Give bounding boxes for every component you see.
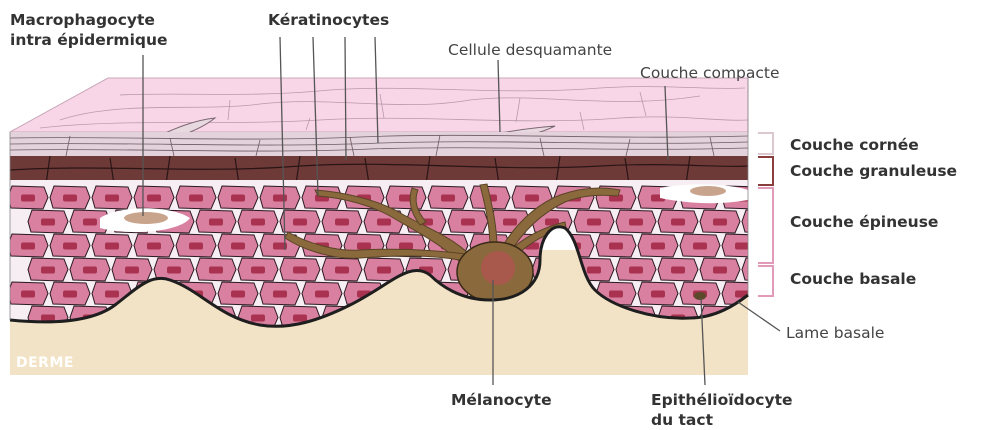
keratinocyte-nucleus <box>335 219 349 226</box>
label-keratinocytes: Kératinocytes <box>268 11 389 30</box>
keratinocyte-nucleus <box>609 243 623 250</box>
keratinocyte-nucleus <box>525 195 539 202</box>
label-compact-layer: Couche compacte <box>640 64 780 83</box>
keratinocyte-nucleus <box>63 195 77 202</box>
keratinocyte-nucleus <box>83 267 97 274</box>
keratinocyte-nucleus <box>377 267 391 274</box>
keratinocyte-nucleus <box>671 219 685 226</box>
label-merkel-line2: du tact <box>651 411 713 430</box>
bracket-couche-basale <box>758 266 773 296</box>
merkel-cell <box>694 292 706 300</box>
keratinocyte-nucleus <box>293 315 307 322</box>
keratinocyte-nucleus <box>609 291 623 298</box>
keratinocyte-nucleus <box>755 267 769 274</box>
macrophage-cell <box>124 212 168 224</box>
keratinocyte-nucleus <box>41 219 55 226</box>
keratinocyte-nucleus <box>251 219 265 226</box>
keratinocyte-nucleus <box>231 243 245 250</box>
keratinocyte-nucleus <box>105 243 119 250</box>
keratinocyte-nucleus <box>693 243 707 250</box>
keratinocyte-nucleus <box>651 243 665 250</box>
keratinocyte-nucleus <box>231 195 245 202</box>
keratinocyte-nucleus <box>147 195 161 202</box>
keratinocyte-nucleus <box>587 267 601 274</box>
keratinocyte-nucleus <box>671 267 685 274</box>
keratinocyte-nucleus <box>251 267 265 274</box>
keratinocyte-nucleus <box>629 267 643 274</box>
keratinocyte-nucleus <box>105 195 119 202</box>
granule-inclusion <box>690 186 726 196</box>
keratinocyte-nucleus <box>293 267 307 274</box>
keratinocyte-nucleus <box>587 219 601 226</box>
label-melanocyte: Mélanocyte <box>451 391 552 410</box>
keratinocyte-nucleus <box>629 219 643 226</box>
keratinocyte-nucleus <box>125 267 139 274</box>
keratinocyte-nucleus <box>461 219 475 226</box>
keratinocyte-nucleus <box>147 243 161 250</box>
keratinocyte-nucleus <box>231 291 245 298</box>
bracket-couche-epineuse <box>758 188 773 263</box>
bracket-couche-cornee <box>758 133 773 154</box>
keratinocyte-nucleus <box>209 267 223 274</box>
keratinocyte-nucleus <box>273 195 287 202</box>
bracket-couche-granuleuse <box>758 157 773 185</box>
label-basal-lamina: Lame basale <box>786 324 884 343</box>
keratinocyte-nucleus <box>357 243 371 250</box>
label-merkel-line1: Epithélioïdocyte <box>651 391 793 410</box>
stratum-granulosum <box>10 156 748 184</box>
keratinocyte-nucleus <box>755 219 769 226</box>
layer-label-couche-basale: Couche basale <box>790 270 916 288</box>
keratinocyte-nucleus <box>21 243 35 250</box>
label-dermis: DERME <box>16 355 74 371</box>
keratinocyte-nucleus <box>21 291 35 298</box>
layer-label-couche-granuleuse: Couche granuleuse <box>790 162 957 180</box>
label-macrophage-line1: Macrophagocyte <box>10 11 155 30</box>
keratinocyte-nucleus <box>293 219 307 226</box>
keratinocyte-nucleus <box>335 267 349 274</box>
keratinocyte-nucleus <box>105 291 119 298</box>
keratinocyte-nucleus <box>713 267 727 274</box>
layer-label-couche-cornee: Couche cornée <box>790 136 919 154</box>
keratinocyte-nucleus <box>377 219 391 226</box>
label-macrophage-line2: intra épidermique <box>10 31 168 50</box>
keratinocyte-nucleus <box>651 291 665 298</box>
keratinocyte-nucleus <box>713 219 727 226</box>
keratinocyte-nucleus <box>21 195 35 202</box>
keratinocyte-nucleus <box>41 267 55 274</box>
keratinocyte-nucleus <box>315 291 329 298</box>
keratinocyte-nucleus <box>399 243 413 250</box>
keratinocyte-nucleus <box>189 195 203 202</box>
keratinocyte-nucleus <box>63 243 77 250</box>
keratinocyte-nucleus <box>503 219 517 226</box>
keratinocyte-nucleus <box>441 195 455 202</box>
label-desquamating-cell: Cellule desquamante <box>448 41 612 60</box>
keratinocyte-nucleus <box>251 315 265 322</box>
keratinocyte-nucleus <box>189 243 203 250</box>
keratinocyte-nucleus <box>63 291 77 298</box>
layer-label-couche-epineuse: Couche épineuse <box>790 213 938 231</box>
keratinocyte-nucleus <box>167 267 181 274</box>
keratinocyte-nucleus <box>273 291 287 298</box>
keratinocyte-nucleus <box>209 219 223 226</box>
keratinocyte-nucleus <box>83 219 97 226</box>
stratum-corneum-surface <box>10 78 748 132</box>
keratinocyte-nucleus <box>735 243 749 250</box>
